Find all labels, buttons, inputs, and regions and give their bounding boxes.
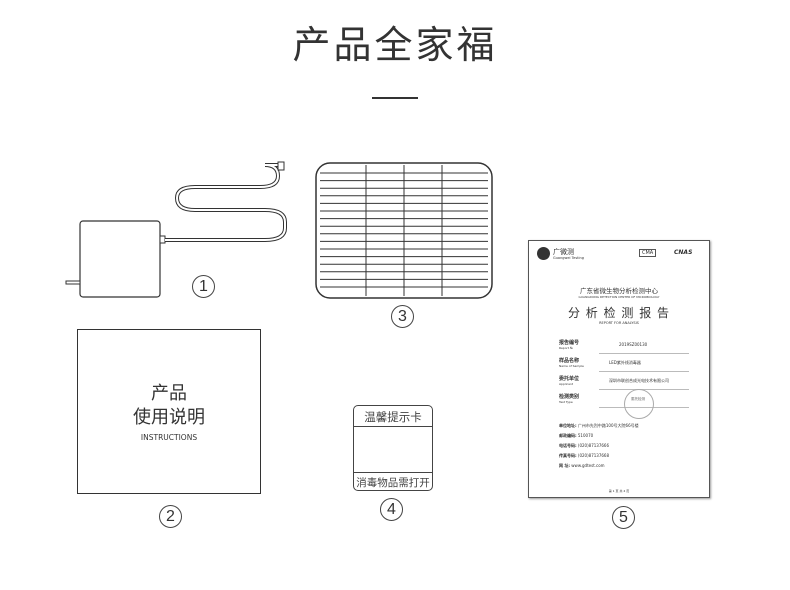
report-logo-icon	[537, 247, 550, 260]
power-adapter-illustration	[65, 161, 287, 298]
cnas-mark: CNAS	[674, 249, 693, 256]
manual-title-line1: 产品	[151, 383, 187, 404]
contact-label: 传真号码:	[559, 453, 577, 458]
manual-subtitle: INSTRUCTIONS	[140, 433, 198, 442]
field-label: 检测类别	[559, 394, 580, 400]
report-center-en: GUANGDONG DETECTION CENTER OF MICROBIOLO…	[578, 295, 660, 299]
cma-mark: CMA	[639, 249, 657, 257]
contact-value: (020)87137668	[577, 453, 610, 458]
instruction-manual: 产品 使用说明 INSTRUCTIONS	[77, 329, 261, 494]
contact-label: 电话号码:	[559, 443, 577, 448]
item-number-3: 3	[391, 305, 414, 328]
title-divider	[372, 97, 418, 99]
item-number-4: 4	[380, 498, 403, 521]
report-heading: 分 析 检 测 报 告	[567, 306, 671, 320]
seal-text: 委托检测	[631, 397, 645, 401]
report-center: 广东省微生物分析检测中心	[580, 287, 658, 295]
item-number-1: 1	[192, 275, 215, 298]
field-label: 委托单位	[559, 376, 580, 382]
field-value: LED紫外线消毒器	[609, 360, 641, 365]
seal-stamp	[624, 389, 654, 419]
field-value: 深圳市联创合成光电技术有限公司	[609, 378, 669, 383]
contact-value: www.gdtest.com	[571, 463, 605, 468]
field-label-en: Test Type	[559, 400, 573, 404]
field-label-en: Applicant	[559, 382, 574, 386]
page-title: 产品全家福	[292, 23, 498, 67]
report-logo: 广微测	[553, 248, 574, 256]
contact-value: (020)87137666	[577, 443, 610, 448]
report-page-number: 第 1 页 共 4 页	[608, 489, 630, 493]
contact-label: 邮政编码:	[559, 433, 577, 438]
card-top-text: 温馨提示卡	[364, 410, 422, 424]
field-value: 2019SZ00130	[619, 342, 648, 347]
card-bottom-text: 消毒物品需打开	[356, 477, 430, 489]
contact-label: 单位地址:	[559, 423, 577, 428]
test-report: 广微测 Guangwei Testing CMA CNAS 广东省微生物分析检测…	[528, 240, 710, 498]
contact-value: 广州市先烈中路100号大院66号楼	[577, 423, 639, 428]
item-number-2: 2	[159, 505, 182, 528]
report-logo-sub: Guangwei Testing	[553, 256, 584, 260]
report-heading-en: REPORT FOR ANALYSIS	[599, 321, 639, 325]
field-label-en: Name of Sample	[559, 364, 584, 368]
field-label-en: Report №	[559, 346, 574, 350]
manual-title-line2: 使用说明	[133, 407, 205, 428]
contact-value: 510070	[577, 433, 594, 438]
reminder-card: 温馨提示卡 消毒物品需打开	[353, 405, 433, 491]
field-label: 报告编号	[559, 340, 580, 346]
field-label: 样品名称	[559, 358, 580, 364]
item-number-5: 5	[612, 506, 635, 529]
contact-label: 网 址:	[559, 463, 570, 468]
rack-illustration	[315, 162, 493, 299]
